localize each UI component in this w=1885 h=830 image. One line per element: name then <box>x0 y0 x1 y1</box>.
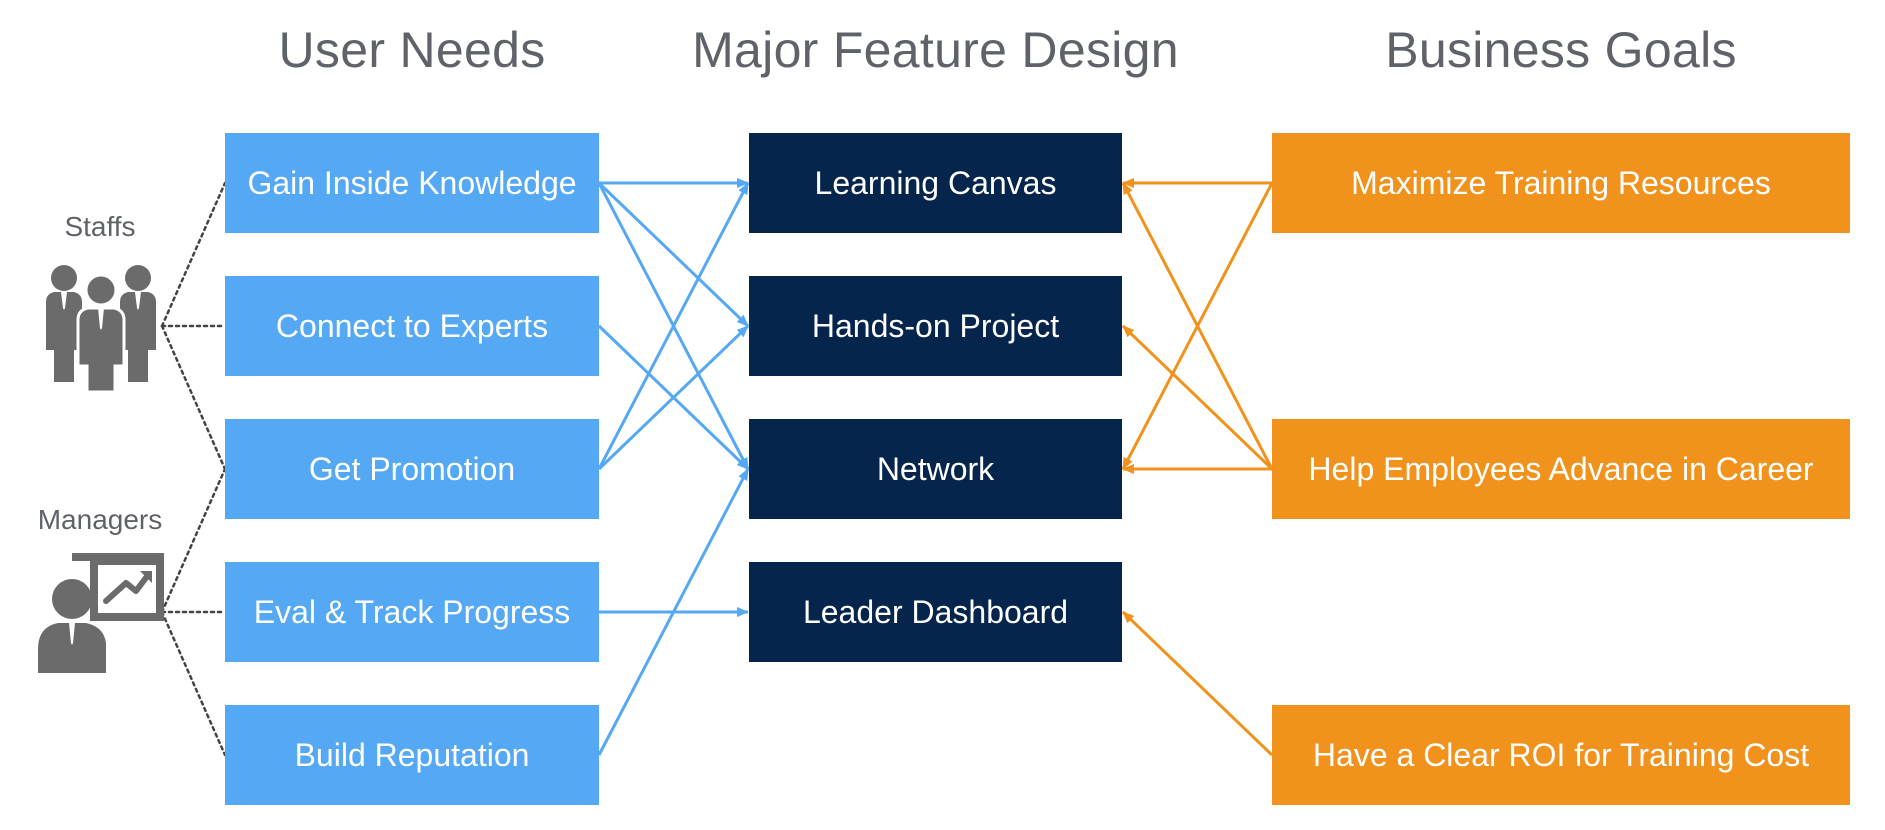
feature-leader-dashboard: Leader Dashboard <box>749 562 1122 662</box>
user-need-get-promotion: Get Promotion <box>225 419 599 519</box>
persona-label-managers: Managers <box>37 504 163 535</box>
goal-to-feature-links <box>1121 178 1274 757</box>
dotted-link-managers-to-build-reputation <box>160 610 227 757</box>
need-to-feature-links <box>597 178 750 756</box>
dotted-link-staffs-to-gain-inside-knowledge <box>160 181 227 328</box>
arrow-get-promotion-to-learning-canvas <box>597 182 750 470</box>
goal-help-employees-advance: Help Employees Advance in Career <box>1272 419 1850 519</box>
goal-maximize-training-resources: Maximize Training Resources <box>1272 133 1850 233</box>
arrow-have-a-clear-roi-for-training-cost-to-leader-dashboard <box>1121 610 1274 757</box>
user-need-eval-track-progress: Eval & Track Progress <box>225 562 599 662</box>
heading-feature-design: Major Feature Design <box>692 22 1179 78</box>
persona-to-need-links <box>160 181 227 757</box>
arrow-build-reputation-to-network <box>597 468 750 756</box>
arrow-help-employees-advance-in-career-to-hands-on-project <box>1121 324 1274 471</box>
arrow-get-promotion-to-hands-on-project <box>597 324 750 471</box>
dotted-link-managers-to-get-promotion <box>160 467 227 614</box>
manager-presentation-icon <box>38 553 164 673</box>
feature-network: Network <box>749 419 1122 519</box>
persona-label-staffs: Staffs <box>64 211 136 242</box>
goal-clear-roi: Have a Clear ROI for Training Cost <box>1272 705 1850 805</box>
user-need-connect-to-experts: Connect to Experts <box>225 276 599 376</box>
feature-hands-on-project: Hands-on Project <box>749 276 1122 376</box>
feature-learning-canvas: Learning Canvas <box>749 133 1122 233</box>
arrow-gain-inside-knowledge-to-hands-on-project <box>597 181 750 328</box>
staff-group-icon <box>46 265 156 394</box>
user-need-gain-inside-knowledge: Gain Inside Knowledge <box>225 133 599 233</box>
heading-user-needs: User Needs <box>278 22 546 78</box>
user-need-build-reputation: Build Reputation <box>225 705 599 805</box>
heading-business-goals: Business Goals <box>1385 22 1737 78</box>
arrow-help-employees-advance-in-career-to-learning-canvas <box>1121 182 1274 470</box>
dotted-link-staffs-to-get-promotion <box>160 324 227 471</box>
